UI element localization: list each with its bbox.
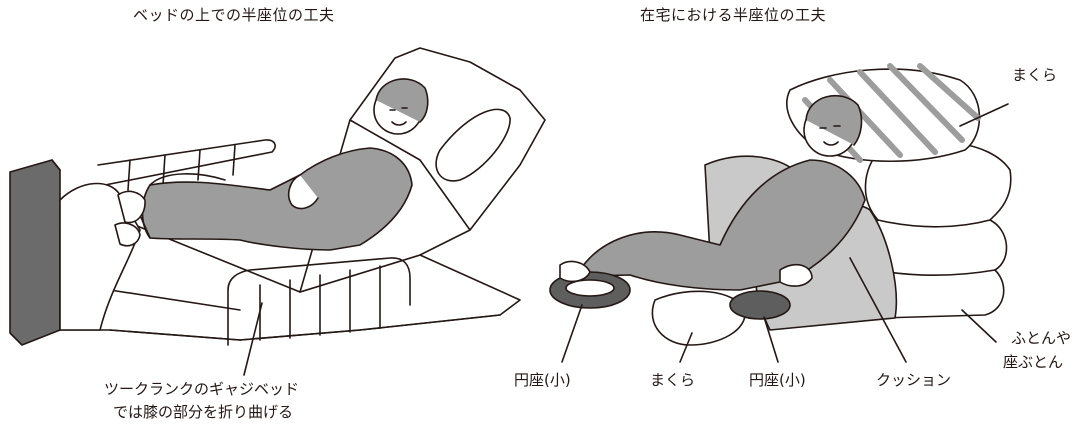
leader-cushion	[849, 257, 907, 363]
leader-pillow-bottom	[679, 332, 693, 363]
leader-pillow-top	[959, 103, 1009, 127]
label-cushion: クッション	[876, 371, 952, 389]
home-setup-illustration	[549, 63, 1012, 346]
bed-pillow	[435, 108, 511, 182]
leader-caption-left	[243, 302, 263, 376]
leader-futon	[961, 309, 997, 343]
side-rail-upper	[97, 139, 276, 186]
label-ring-left: 円座(小)	[514, 371, 571, 389]
caption-left-line2: では膝の部分を折り曲げる	[113, 403, 294, 421]
adjustable-bed-illustration	[9, 47, 546, 346]
woman-on-bed-body	[141, 147, 413, 251]
label-futon-line1: ふとんや	[1011, 329, 1072, 347]
leader-ring-right	[763, 316, 779, 363]
leader-ring-left	[561, 304, 583, 363]
left-panel-title: ベッドの上での半座位の工夫	[133, 6, 335, 24]
label-pillow-bottom: まくら	[650, 371, 696, 389]
label-pillow-top: まくら	[1012, 66, 1058, 84]
ring-cushion-right	[729, 290, 791, 320]
bed-footboard	[9, 159, 61, 346]
side-rail-lower	[227, 257, 411, 346]
label-ring-right: 円座(小)	[749, 371, 806, 389]
knee-pillow	[651, 290, 746, 346]
caption-left-line1: ツークランクのギャジベッド	[104, 380, 300, 398]
label-futon-line2: 座ぶとん	[1003, 353, 1064, 371]
woman-at-home-body	[579, 159, 866, 291]
right-panel-title: 在宅における半座位の工夫	[640, 6, 827, 24]
